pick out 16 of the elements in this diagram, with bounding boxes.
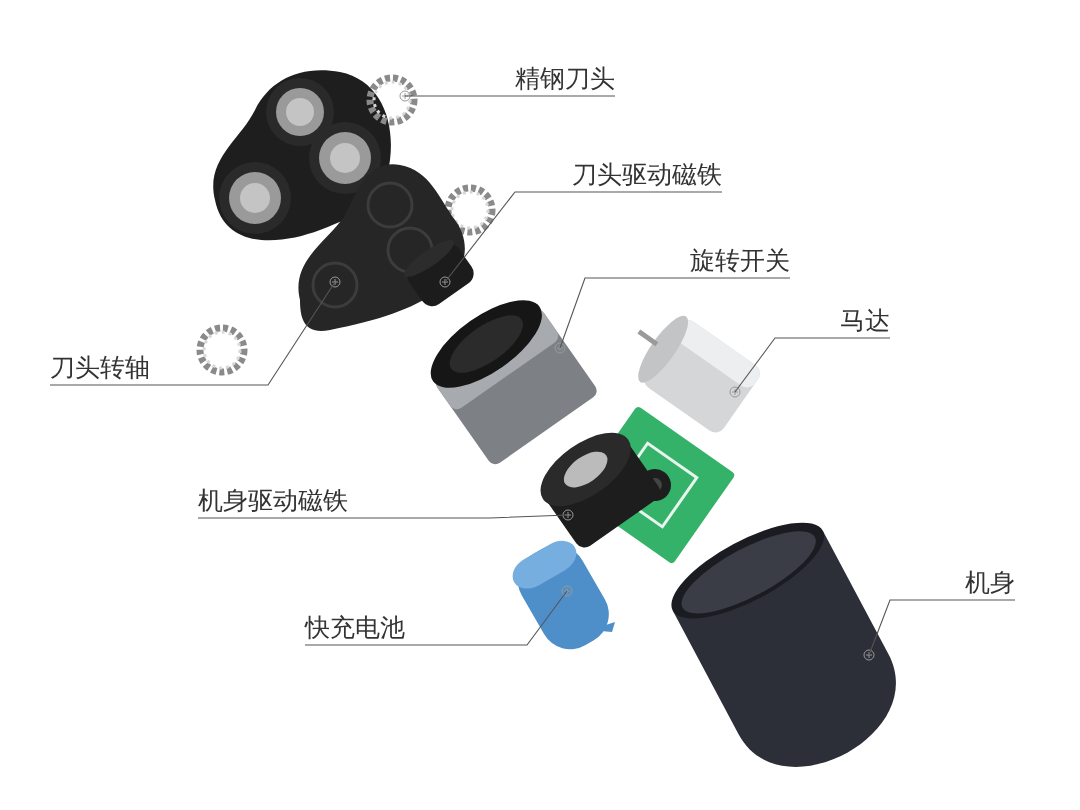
part-label: 精钢刀头 [515,64,615,94]
leader-line [49,281,336,386]
part-label: 马达 [840,306,890,336]
part-label: 旋转开关 [690,246,790,276]
part-label: 机身驱动磁铁 [198,486,348,516]
leader-line [444,191,723,283]
part-label: 刀头驱动磁铁 [572,160,722,190]
part-label: 刀头转轴 [50,353,150,383]
part-label: 机身 [965,568,1015,598]
leader-line [559,277,791,349]
leader-line [304,590,568,646]
part-label: 快充电池 [305,613,405,643]
leader-line [734,337,891,393]
leader-line [868,599,1016,656]
leader-line [404,95,616,97]
leader-line [197,514,569,519]
